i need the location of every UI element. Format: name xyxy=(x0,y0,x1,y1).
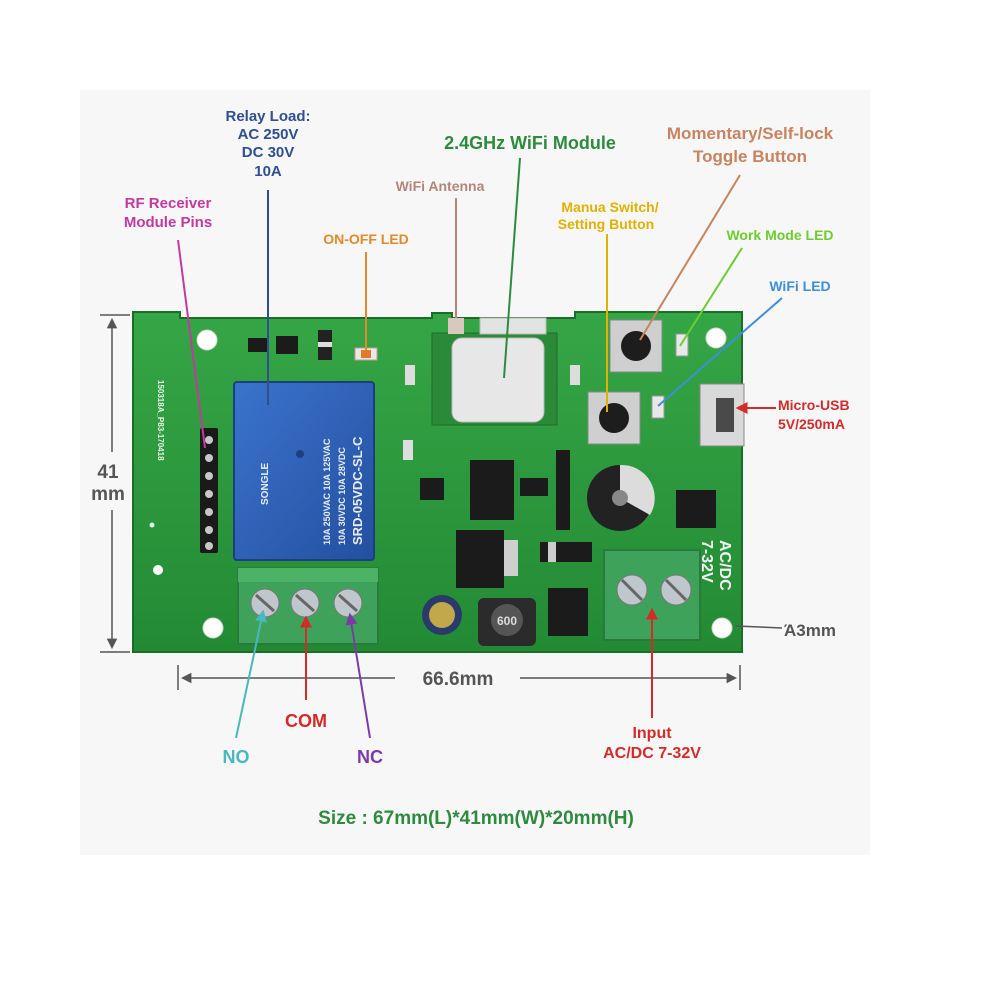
wifi-module-leader xyxy=(503,157,521,379)
input-line-2: AC/DC 7-32V xyxy=(603,745,701,762)
transistor xyxy=(420,478,444,500)
relay-rating-print-1: 10A 250VAC 10A 125VAC xyxy=(322,438,332,545)
wifi-led-component xyxy=(651,395,665,419)
relay-load-line-3: DC 30V xyxy=(242,144,295,161)
com-label: COM xyxy=(285,711,327,731)
wifi-antenna-component xyxy=(448,318,464,334)
diode xyxy=(540,542,592,562)
width-dimension: 66.6mm xyxy=(177,665,741,690)
rf-receiver-line-1: RF Receiver xyxy=(125,195,212,212)
mounting-hole xyxy=(705,327,727,349)
toggle-button-label: Momentary/Self-lock Toggle Button xyxy=(667,124,834,166)
relay-load-line-4: 10A xyxy=(254,163,282,180)
relay-load-line-1: Relay Load: xyxy=(225,108,310,125)
wifi-led-label: WiFi LED xyxy=(769,278,830,294)
nc-leader xyxy=(345,612,371,739)
input-line-1: Input xyxy=(632,725,672,742)
ic-chip xyxy=(548,588,588,636)
terminal-print-2: 7-32V xyxy=(698,540,715,583)
wifi-antenna-label: WiFi Antenna xyxy=(396,178,485,194)
rf-receiver-line-2: Module Pins xyxy=(124,214,212,231)
onoff-led-label: ON-OFF LED xyxy=(323,231,409,247)
relay-brand-print: SONGLE xyxy=(260,462,271,505)
toggle-button-line-1: Momentary/Self-lock xyxy=(667,124,834,143)
size-caption: Size : 67mm(L)*41mm(W)*20mm(H) xyxy=(318,808,634,829)
nc-label: NC xyxy=(357,747,383,767)
no-leader xyxy=(235,609,267,739)
small-hole xyxy=(149,522,155,528)
setting-button-component xyxy=(587,391,641,445)
transistor xyxy=(248,338,268,352)
inductor-print: 600 xyxy=(497,614,517,628)
relay-load-line-2: AC 250V xyxy=(238,126,299,143)
work-mode-led-label: Work Mode LED xyxy=(726,227,833,243)
regulator-tab xyxy=(504,540,518,576)
board-serial-print: 150318A_P83-170418 xyxy=(156,380,165,461)
small-capacitor xyxy=(422,595,462,635)
micro-usb-label: Micro-USB 5V/250mA xyxy=(778,397,850,432)
height-dim-unit: mm xyxy=(91,484,125,505)
diode-band xyxy=(548,542,556,562)
terminal-print-1: AC/DC xyxy=(716,540,733,591)
manual-switch-label: Manua Switch/ Setting Button xyxy=(558,199,659,232)
smd-resistor xyxy=(403,440,413,460)
smd-resistor xyxy=(570,365,580,385)
mounting-hole xyxy=(196,329,218,351)
work-mode-led-leader xyxy=(679,247,743,347)
hole-dimension: Ά3mm xyxy=(735,621,836,640)
toggle-button-leader xyxy=(639,174,741,341)
no-label: NO xyxy=(223,747,250,767)
hole-dim-value: Ά3mm xyxy=(784,621,836,640)
relay-dot xyxy=(296,450,304,458)
mounting-hole xyxy=(711,617,733,639)
mounting-hole xyxy=(202,617,224,639)
height-dimension: 41 mm xyxy=(91,314,130,653)
micro-usb-line-2: 5V/250mA xyxy=(778,416,845,432)
header-strip xyxy=(556,450,570,530)
rf-receiver-label: RF Receiver Module Pins xyxy=(124,195,212,231)
pcb-board: 150318A_P83-170418 SONGLE SRD-05VDC-SL-C… xyxy=(132,311,745,653)
relay-rating-print-2: 10A 30VDC 10A 28VDC xyxy=(337,447,347,545)
relay-model-print: SRD-05VDC-SL-C xyxy=(350,436,365,545)
transistor xyxy=(276,336,298,354)
diode-band xyxy=(318,342,332,347)
rf-receiver-leader xyxy=(177,239,206,449)
input-terminal-block xyxy=(603,549,701,641)
manual-switch-line-1: Manua Switch/ xyxy=(561,199,658,215)
bridge-rectifier xyxy=(676,490,716,528)
electrolytic-capacitor xyxy=(587,464,655,531)
toggle-button-line-2: Toggle Button xyxy=(693,147,807,166)
relay: SONGLE SRD-05VDC-SL-C 10A 250VAC 10A 125… xyxy=(233,381,375,561)
input-label: Input AC/DC 7-32V xyxy=(603,725,701,762)
wifi-led-leader xyxy=(657,297,783,407)
smd-resistor xyxy=(405,365,415,385)
height-dim-value: 41 xyxy=(97,462,119,483)
toggle-button-component xyxy=(609,319,663,373)
wifi-module-label: 2.4GHz WiFi Module xyxy=(444,133,616,153)
wifi-shield xyxy=(451,337,545,423)
regulator xyxy=(456,530,504,588)
width-dim-value: 66.6mm xyxy=(423,669,494,690)
relay-load-label: Relay Load: AC 250V DC 30V 10A xyxy=(225,108,310,180)
inductor: 600 xyxy=(478,598,536,646)
onoff-led-light xyxy=(361,350,371,358)
ic-chip xyxy=(470,460,514,520)
wifi-module xyxy=(431,317,558,426)
rf-header-pins xyxy=(200,428,218,553)
manual-switch-line-2: Setting Button xyxy=(558,216,654,232)
small-hole xyxy=(153,565,163,575)
relay-terminal-block xyxy=(237,567,379,645)
transistor xyxy=(520,478,548,496)
micro-usb-port xyxy=(699,383,745,447)
micro-usb-line-1: Micro-USB xyxy=(778,397,850,413)
